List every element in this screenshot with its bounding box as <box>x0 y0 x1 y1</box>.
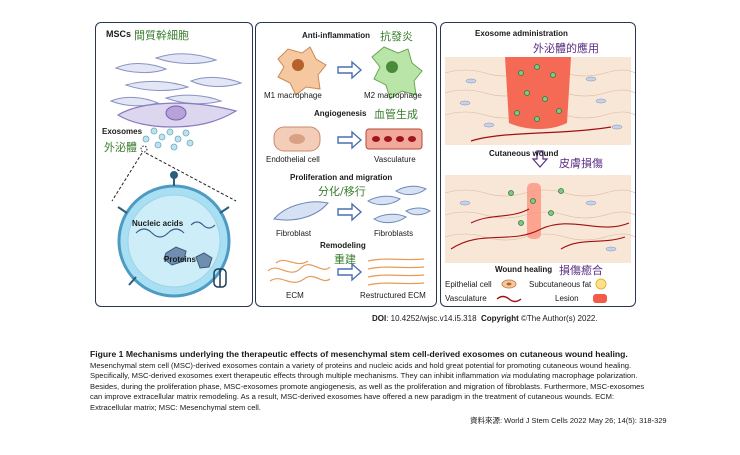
wound-healing-title: Wound healing <box>495 265 553 274</box>
angiogenesis-title: Angiogenesis <box>314 109 367 118</box>
angiogenesis-zh: 血管生成 <box>374 108 418 121</box>
arrow-proliferation <box>337 202 363 222</box>
restructured-ecm-label: Restructured ECM <box>360 291 426 300</box>
msc-title: MSCs <box>106 29 132 39</box>
caption-via: via <box>501 371 511 381</box>
exosome-admin-title: Exosome administration <box>475 29 568 38</box>
mechanisms-panel: Anti-inflammation 抗發炎 M1 macrophage M2 m… <box>255 22 437 307</box>
fibroblast-cell <box>273 201 329 221</box>
exosomes-label-zh: 外泌體 <box>104 141 137 154</box>
cutaneous-wound-title: Cutaneous wound <box>489 149 559 158</box>
arrow-remodeling <box>337 262 363 282</box>
vasculature-tube <box>365 128 423 150</box>
remodeling-title: Remodeling <box>320 241 366 250</box>
arrow-angiogenesis <box>337 130 363 150</box>
arrow-anti-inflammation <box>337 60 363 80</box>
m1-macrophage <box>277 46 327 96</box>
exosome-admin-zh: 外泌體的應用 <box>533 42 599 55</box>
proteins-label: Proteins <box>164 255 197 264</box>
fibroblasts-label: Fibroblasts <box>374 229 414 238</box>
caption-line-4: can improve extracellular matrix remodel… <box>90 392 615 402</box>
caption-line-3: Besides, during the proliferation phase,… <box>90 381 645 391</box>
ecm-label: ECM <box>286 291 304 300</box>
copyright-label: Copyright <box>480 314 519 323</box>
m2-label: M2 macrophage <box>364 91 422 100</box>
mechanisms-illustration <box>267 46 431 286</box>
cutaneous-wound-zh: 皮膚損傷 <box>559 157 603 170</box>
caption-line-5: Extracellular matrix; MSC: Mesenchymal s… <box>90 402 261 412</box>
endothelial-label: Endothelial cell <box>266 155 320 164</box>
legend-vasculature-swatch <box>496 295 522 303</box>
wound-panel: Exosome administration 外泌體的應用 Cutaneous … <box>440 22 636 307</box>
doi-value: : 10.4252/wjsc.v14.i5.318 <box>386 314 477 323</box>
caption-line-1: Mesenchymal stem cell (MSC)-derived exos… <box>90 361 632 370</box>
arrow-to-wound <box>531 150 549 168</box>
anti-inflammation-zh: 抗發炎 <box>380 30 413 43</box>
legend-vasculature-label: Vasculature <box>445 294 487 303</box>
legend-fat-swatch <box>595 278 607 290</box>
msc-illustration <box>109 53 243 298</box>
caption-line-2a: Specifically, MSC-derived exosomes exert… <box>90 371 502 381</box>
legend-lesion-label: Lesion <box>555 294 579 303</box>
legend-epithelial-label: Epithelial cell <box>445 280 492 289</box>
m2-macrophage <box>371 46 423 100</box>
copyright-value: ©The Author(s) 2022. <box>518 314 598 323</box>
fibroblast-label: Fibroblast <box>276 229 312 238</box>
nucleic-acids-label: Nucleic acids <box>132 219 184 228</box>
caption-line-2b: modulating macrophage polarization. <box>510 371 638 381</box>
figure-caption-title: Figure 1 Mechanisms underlying the thera… <box>90 349 628 359</box>
doi-line: DOI: 10.4252/wjsc.v14.i5.318 Copyright ©… <box>372 314 598 323</box>
ecm-fibers <box>267 259 331 284</box>
proliferation-zh: 分化/移行 <box>318 185 366 198</box>
restructured-ecm-fibers <box>367 258 425 286</box>
fibroblasts-group <box>367 185 431 224</box>
proliferation-title: Proliferation and migration <box>290 173 393 182</box>
doi-label: DOI <box>372 314 387 323</box>
msc-title-zh: 間質幹細胞 <box>134 29 189 42</box>
anti-inflammation-title: Anti-inflammation <box>302 31 370 40</box>
wound-lesion-bottom <box>527 183 541 239</box>
legend-fat-label: Subcutaneous fat <box>529 280 592 289</box>
exosomes-label: Exosomes <box>102 127 143 136</box>
remodeling-zh: 重建 <box>334 253 356 266</box>
figure-caption-body: Mesenchymal stem cell (MSC)-derived exos… <box>90 361 656 413</box>
msc-panel: MSCs 間質幹細胞 Exosomes 外泌體 Nucleic acids Pr… <box>95 22 253 307</box>
source-citation: 資料來源: World J Stem Cells 2022 May 26; 14… <box>470 416 667 425</box>
wound-illustration <box>444 57 635 303</box>
vasculature-label: Vasculature <box>374 155 416 164</box>
legend-lesion-swatch <box>593 294 607 303</box>
wound-healing-zh: 損傷癒合 <box>559 264 603 277</box>
exosome-dots <box>142 127 194 151</box>
m1-label: M1 macrophage <box>264 91 322 100</box>
